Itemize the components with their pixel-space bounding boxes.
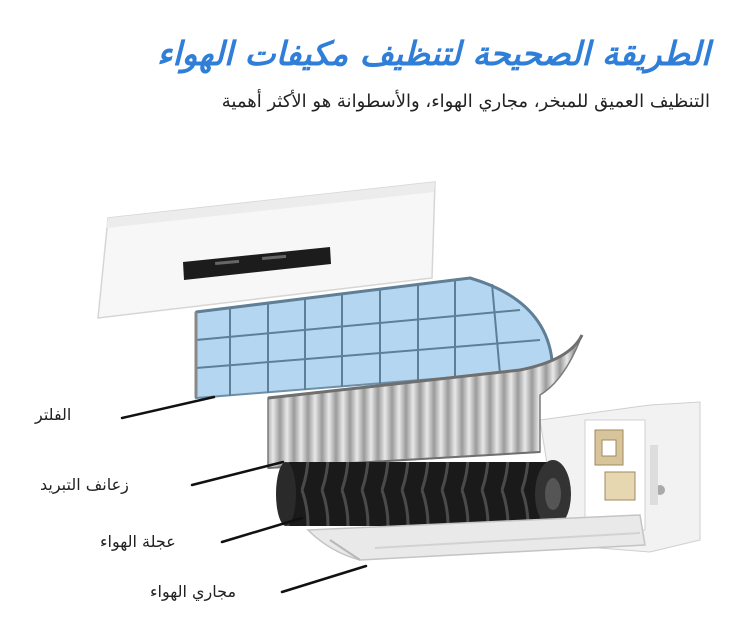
display-screen <box>183 247 331 280</box>
filter-mesh <box>194 276 554 400</box>
fan-wheel <box>276 460 571 528</box>
fan-leader-line <box>220 516 304 544</box>
label-filter: الفلتر <box>35 405 72 424</box>
air-duct-louver <box>306 514 646 561</box>
ac-unit-body <box>539 401 701 553</box>
front-panel <box>97 181 436 319</box>
label-fan: عجلة الهواء <box>100 532 176 551</box>
ducts-leader-line <box>280 564 368 594</box>
label-ducts: مجاري الهواء <box>150 582 237 601</box>
evaporator-fins <box>267 334 584 469</box>
fins-leader-line <box>190 460 285 487</box>
filter-leader-line <box>120 395 216 420</box>
label-fins: زعانف التبريد <box>40 475 129 494</box>
page-subtitle: التنظيف العميق للمبخر، مجاري الهواء، وال… <box>221 91 710 112</box>
page-title: الطريقة الصحيحة لتنظيف مكيفات الهواء <box>156 34 710 73</box>
